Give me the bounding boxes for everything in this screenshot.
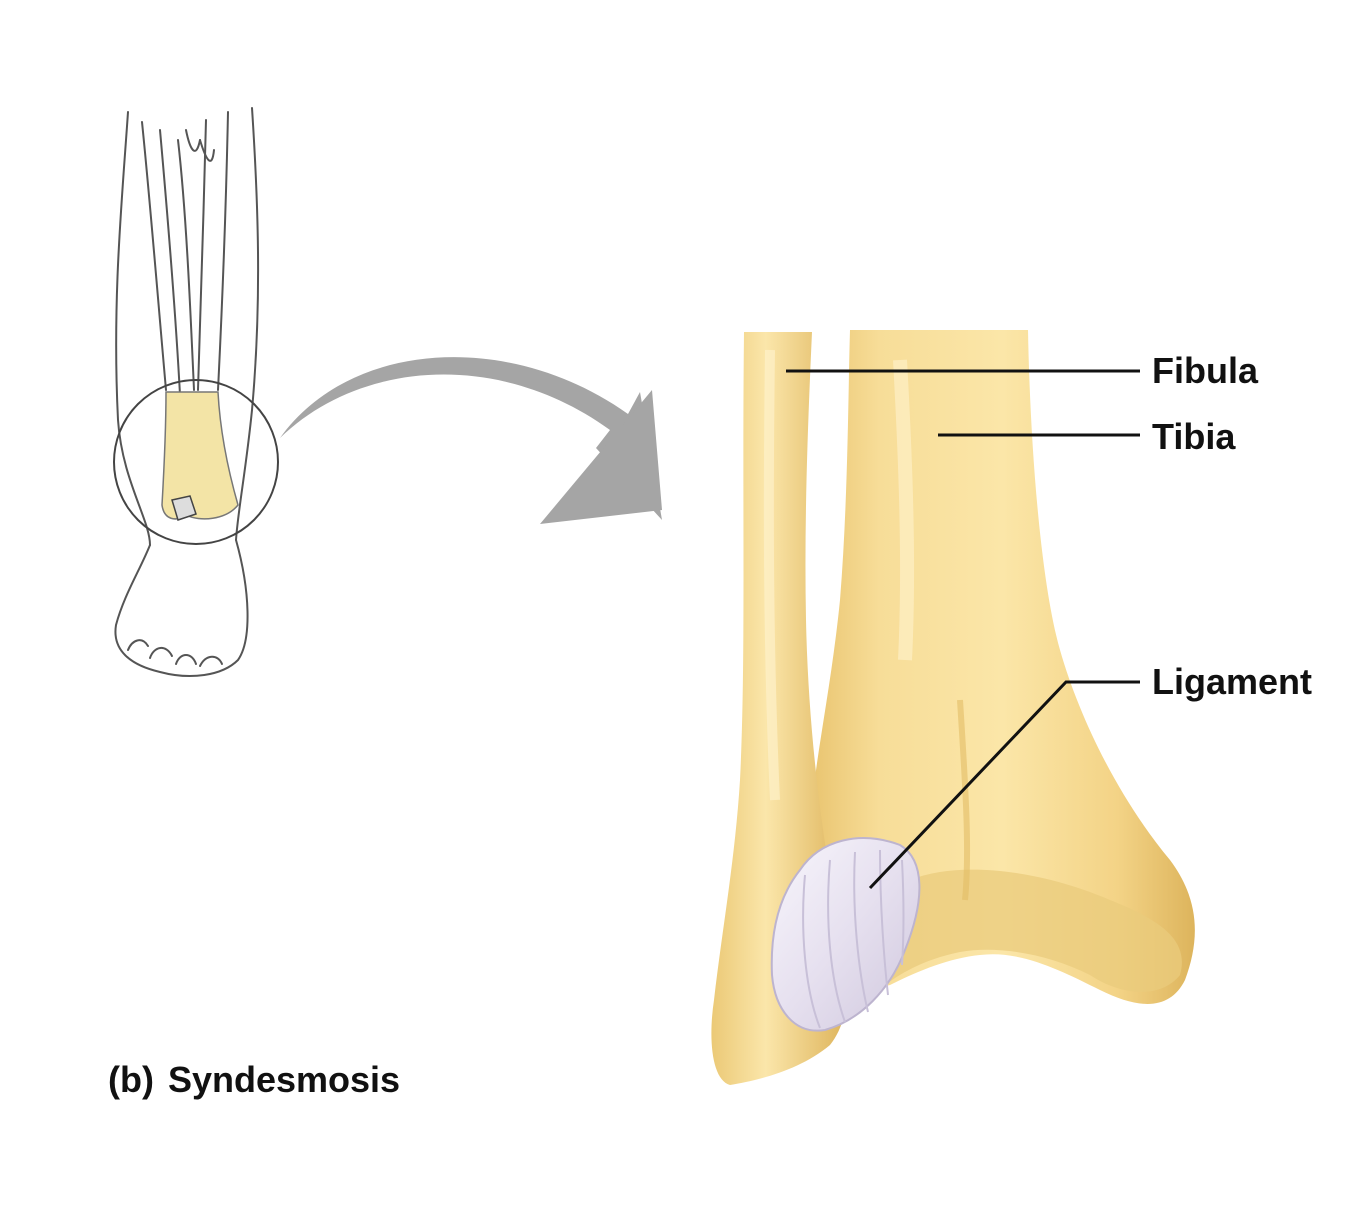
label-fibula: Fibula [1152, 350, 1258, 391]
tibia-highlight [893, 359, 915, 661]
caption-title: Syndesmosis [167, 1059, 401, 1100]
magnifier-circle [113, 379, 279, 545]
leader-lines [786, 369, 1140, 890]
leg-sketch-highlight [161, 391, 239, 521]
tibia-shadow [883, 869, 1182, 992]
leg-sketch [114, 107, 260, 677]
curved-arrow-head [540, 390, 662, 524]
label-ligament: Ligament [1152, 661, 1313, 702]
curved-arrow [280, 357, 662, 520]
leader-line-ligament [868, 680, 1140, 890]
fibula-highlight [763, 349, 780, 801]
caption-part: (b) [108, 1059, 154, 1100]
ligament-fibers [770, 837, 921, 1032]
figure-caption: (b) Syndesmosis [108, 1062, 400, 1098]
tibia-ridge [957, 699, 971, 901]
label-tibia: Tibia [1152, 416, 1236, 457]
